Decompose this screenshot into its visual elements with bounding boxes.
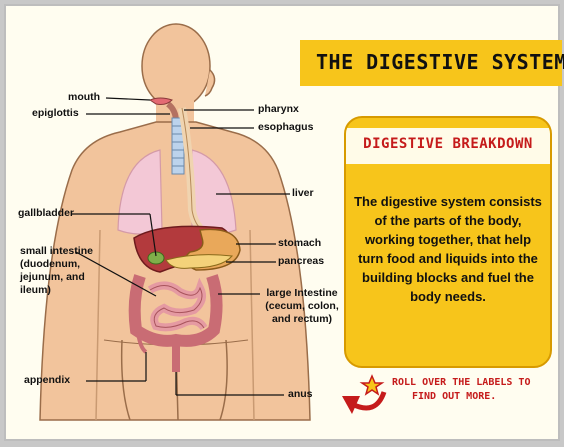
label-esophagus[interactable]: esophagus [258, 121, 313, 134]
label-epiglottis[interactable]: epiglottis [32, 107, 79, 120]
label-large-intestine[interactable]: large Intestine (cecum, colon, and rectu… [262, 287, 342, 326]
label-liver[interactable]: liver [292, 187, 314, 200]
label-stomach[interactable]: stomach [278, 237, 321, 250]
label-appendix[interactable]: appendix [24, 374, 70, 387]
curved-arrow-icon [342, 392, 384, 414]
label-anus[interactable]: anus [288, 388, 313, 401]
star-icon [362, 376, 382, 394]
page-title: THE DIGESTIVE SYSTEM [316, 50, 562, 74]
panel-title: DIGESTIVE BREAKDOWN [346, 136, 550, 152]
panel-body: The digestive system consists of the par… [354, 192, 542, 306]
roll-over-hint-line2: FIND OUT MORE. [412, 390, 496, 404]
leader-mouth [106, 98, 150, 100]
label-small-intestine[interactable]: small intestine (duodenum, jejunum, and … [20, 245, 94, 297]
roll-over-hint-line1: ROLL OVER THE LABELS TO [392, 376, 530, 390]
label-pancreas[interactable]: pancreas [278, 255, 324, 268]
label-pharynx[interactable]: pharynx [258, 103, 299, 116]
label-gallbladder[interactable]: gallbladder [18, 207, 74, 220]
info-panel: DIGESTIVE BREAKDOWN The digestive system… [344, 116, 552, 368]
label-mouth[interactable]: mouth [68, 91, 100, 104]
